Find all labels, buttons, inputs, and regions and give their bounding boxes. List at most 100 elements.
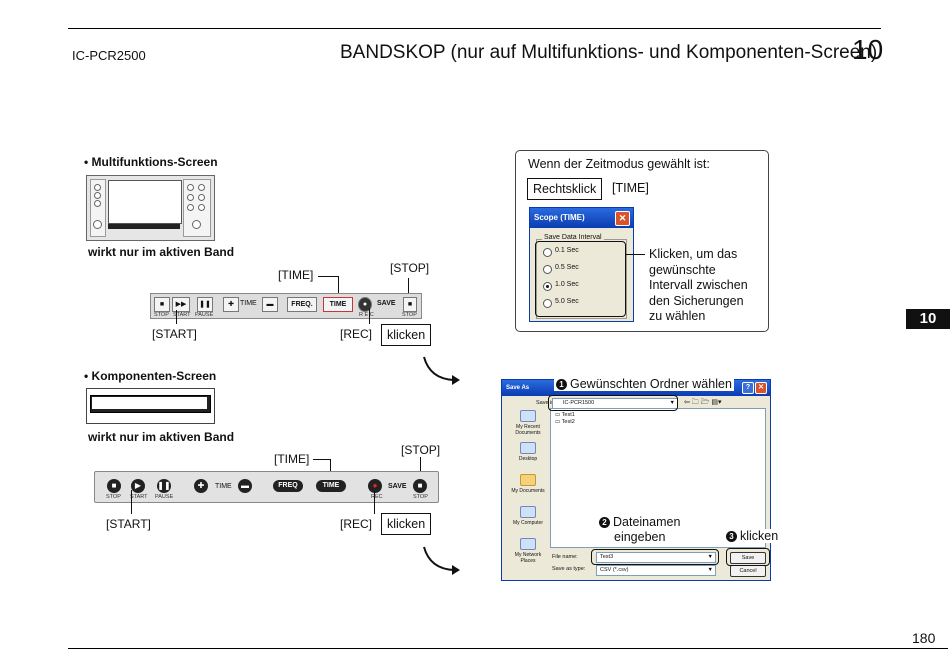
place-documents[interactable]: My Documents (508, 474, 548, 494)
comp-arrow-icon (423, 546, 460, 575)
step2-text-b: eingeben (614, 530, 666, 544)
step2-text-a: Dateinamen (613, 515, 681, 529)
multi-time-label: [TIME] (278, 268, 314, 282)
comp-sub-stop-right: STOP (413, 494, 428, 500)
comp-time-button[interactable]: TIME (316, 480, 346, 492)
multi-heading: • Multifunktions-Screen (84, 155, 218, 169)
save-highlight (726, 548, 770, 566)
comp-time-leader (313, 459, 330, 460)
place-network[interactable]: My Network Places (508, 538, 548, 564)
multi-time-button[interactable]: TIME (323, 297, 353, 312)
comp-pause-button[interactable]: ❚❚ (157, 479, 171, 493)
multi-stop-right-button[interactable]: ■ (403, 297, 417, 312)
multi-rec-label: [REC] (340, 327, 373, 341)
step2-number: 2 (599, 517, 610, 528)
comp-note: wirkt nur im aktiven Band (88, 430, 235, 444)
multi-scope-toolbar: ■ ▶▶ ❚❚ ✚ TIME ▬ FREQ. TIME ● SAVE ■ STO… (150, 293, 422, 319)
help-icon[interactable]: ? (742, 382, 754, 394)
type-dropdown[interactable]: CSV (*.csv) ▼ (596, 565, 716, 576)
multi-sub-rec: R E C (359, 312, 374, 318)
file-item-1[interactable]: ▭ Test2 (555, 419, 575, 425)
save-in-label: Save in: (536, 400, 556, 406)
comp-freq-button[interactable]: FREQ (273, 480, 303, 492)
folder-icon (520, 474, 536, 486)
place-desktop[interactable]: Desktop (508, 442, 548, 462)
step1-text: Gewünschten Ordner wählen (570, 377, 732, 391)
callout-line-4: zu wählen (649, 309, 706, 323)
multi-time-text: TIME (240, 300, 257, 307)
save-button[interactable]: Save (730, 552, 766, 564)
interval-radio-0[interactable] (543, 248, 552, 257)
multi-stop-button[interactable]: ■ (154, 297, 170, 312)
comp-screen-thumbnail (86, 388, 215, 424)
place-computer[interactable]: My Computer (508, 506, 548, 526)
cancel-button[interactable]: Cancel (730, 565, 766, 577)
places-bar: My Recent Documents Desktop My Documents… (508, 410, 548, 570)
filename-highlight (591, 549, 719, 565)
comp-rec-button[interactable]: ● (368, 479, 382, 493)
comp-start-button[interactable]: ▶ (131, 479, 145, 493)
screen-bar (108, 224, 180, 229)
screen-center-display (108, 180, 182, 224)
filename-input[interactable]: Test3 ▼ (596, 552, 716, 563)
callout-line-0: Klicken, um das (649, 247, 738, 261)
save-as-dialog: Save As ? ✕ Save in: IC-PCR1500 ▼ ⇦ 🗀 🗁 … (501, 379, 771, 581)
comp-rec-leader (374, 491, 375, 514)
comp-time-label: [TIME] (274, 452, 310, 466)
model-name: IC-PCR2500 (72, 48, 146, 63)
type-value: CSV (*.csv) (600, 567, 629, 573)
comp-plus-button[interactable]: ✚ (194, 479, 208, 493)
scope-time-dialog: Scope (TIME) ✕ Save Data Interval 0.1 Se… (529, 207, 634, 322)
multi-pause-button[interactable]: ❚❚ (197, 297, 213, 312)
interval-radio-3[interactable] (543, 299, 552, 308)
comp-stop-button[interactable]: ■ (107, 479, 121, 493)
multi-freq-button[interactable]: FREQ. (287, 297, 317, 312)
comp-save-text: SAVE (388, 483, 407, 490)
comp-start-leader (131, 490, 132, 514)
close-icon[interactable]: ✕ (615, 211, 630, 226)
multi-click-label: klicken (381, 324, 432, 346)
multi-rec-button[interactable]: ● (358, 297, 372, 312)
comp-sub-rec: REC (371, 494, 383, 500)
scope-dialog-titlebar: Scope (TIME) ✕ (530, 208, 633, 228)
comp-minus-button[interactable]: ▬ (238, 479, 252, 493)
recent-icon (520, 410, 536, 422)
callout-line-2: Intervall zwischen (649, 278, 748, 292)
multi-stop-label: [STOP] (390, 261, 430, 275)
screen-right-panel (183, 179, 211, 237)
place-recent[interactable]: My Recent Documents (508, 410, 548, 436)
multi-start-button[interactable]: ▶▶ (172, 297, 190, 312)
multi-stop-leader (408, 278, 409, 298)
save-interval-group: Save Data Interval 0.1 Sec 0.5 Sec 1.0 S… (536, 234, 627, 319)
comp-stop-label: [STOP] (401, 443, 441, 457)
multi-time-leader (318, 276, 338, 277)
chevron-down-icon: ▼ (707, 567, 713, 573)
rightclick-label: Rechtsklick (527, 178, 603, 200)
comp-heading: • Komponenten-Screen (84, 369, 217, 383)
interval-radio-1[interactable] (543, 265, 552, 274)
chevron-down-icon: ▼ (669, 400, 675, 406)
callout-line-1: gewünschte (649, 262, 716, 277)
comp-sub-stop: STOP (106, 494, 121, 500)
multi-plus-button[interactable]: ✚ (223, 297, 239, 312)
interval-radio-2[interactable] (543, 282, 552, 291)
multi-note: wirkt nur im aktiven Band (88, 245, 235, 259)
multi-sub-start: START (173, 312, 191, 318)
scope-callout: Klicken, um das gewünschte Intervall zwi… (649, 247, 748, 325)
save-in-value: IC-PCR1500 (563, 400, 595, 406)
interval-option-2: 1.0 Sec (555, 281, 579, 288)
desktop-icon (520, 442, 536, 454)
multi-minus-button[interactable]: ▬ (262, 297, 278, 312)
type-label: Save as type: (552, 566, 586, 572)
comp-stop-right-button[interactable]: ■ (413, 479, 427, 493)
multi-sub-stop-right: STOP (402, 312, 417, 318)
toolbar-icons[interactable]: ⇦ 🗀 🗁 ▤▾ (684, 399, 722, 406)
network-icon (520, 538, 536, 550)
close-icon[interactable]: ✕ (755, 382, 767, 394)
file-item-0[interactable]: ▭ Test1 (555, 412, 575, 418)
chevron-down-icon: ▼ (707, 554, 713, 560)
multi-sub-stop: STOP (154, 312, 169, 318)
multi-start-leader (176, 310, 177, 324)
